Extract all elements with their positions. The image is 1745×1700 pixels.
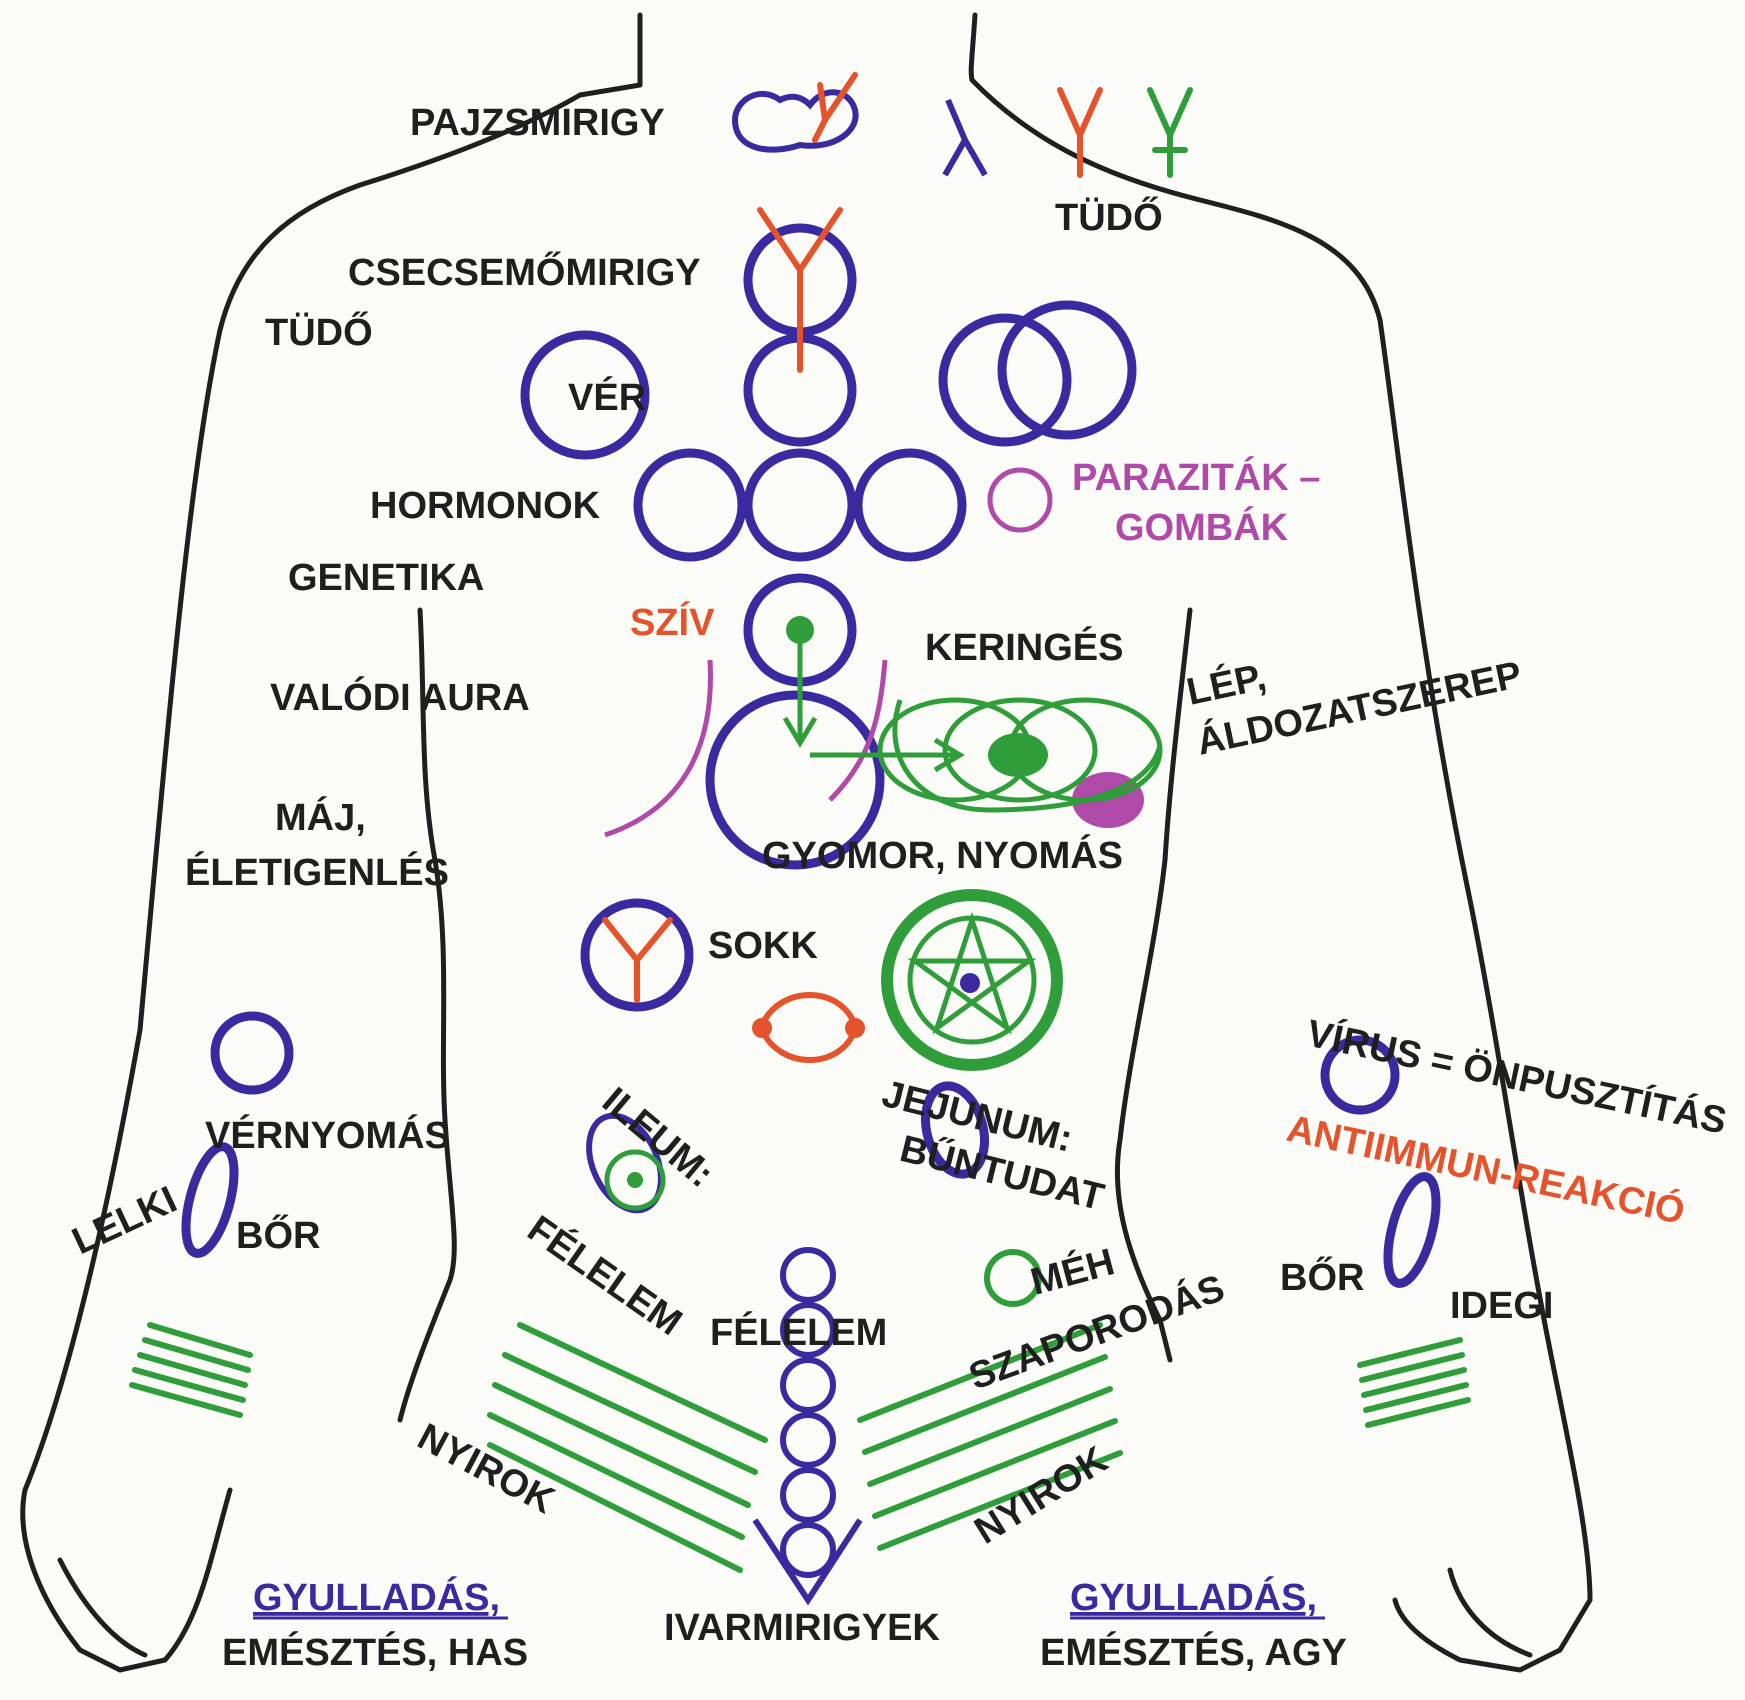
green-y-arms (1150, 90, 1190, 135)
wrist-stripe-left (150, 1325, 250, 1355)
right-hand-fingers (1450, 1570, 1530, 1655)
green-y-icon (1150, 90, 1190, 175)
label-felelem-center: FÉLELEM (710, 1310, 887, 1354)
bloodpressure-circle (215, 1016, 289, 1090)
orange-arc-bottom (762, 1030, 855, 1060)
heart-green-dot (786, 616, 814, 644)
heart-arc-left (605, 660, 710, 835)
label-sokk: SOKK (708, 925, 818, 967)
lung-orange-y-icon (1060, 90, 1100, 135)
label-emesztes-has: EMÉSZTÉS, HAS (222, 1630, 528, 1674)
skin-left-ellipse (176, 1142, 243, 1259)
label-gyulladas-left: GYULLADÁS, (253, 1575, 500, 1619)
orange-dot-right (848, 1021, 862, 1035)
left-inner-arm-line (400, 610, 454, 1420)
label-paraziták-1: PARAZITÁK – (1072, 455, 1320, 499)
label-paraziták-2: GOMBÁK (1115, 505, 1289, 549)
hormone-circle-center (748, 453, 852, 557)
hormone-circle-right (858, 453, 962, 557)
label-lep-1: LÉP, (1183, 654, 1270, 714)
label-gyomor: GYOMOR, NYOMÁS (762, 833, 1123, 877)
label-csecsemomirigy: CSECSEMŐMIRIGY (348, 250, 701, 294)
gonad-circle (783, 1360, 833, 1410)
label-lelki: LELKI (66, 1179, 183, 1263)
label-maj-2: ÉLETIGENLÉS (185, 850, 449, 894)
shock-y-icon (605, 920, 670, 960)
purple-y-right-branch (965, 140, 985, 175)
wrist-stripe-left (135, 1370, 243, 1400)
label-hormonok: HORMONOK (370, 485, 601, 527)
label-genetika: GENETIKA (288, 557, 484, 599)
label-bor-right: BŐR (1280, 1255, 1364, 1299)
pentagram-center-dot (960, 973, 980, 993)
label-bor-left: BŐR (236, 1213, 320, 1257)
wrist-stripe-left (132, 1385, 240, 1415)
gonad-circle (783, 1525, 833, 1575)
purple-y-icon (945, 100, 985, 175)
label-emesztes-agy: EMÉSZTÉS, AGY (1040, 1630, 1347, 1674)
label-tudo-right: TÜDŐ (1055, 195, 1163, 239)
gonad-chain (755, 1250, 860, 1600)
label-sziv: SZÍV (630, 600, 715, 644)
label-maj-1: MÁJ, (275, 795, 366, 839)
wrist-stripe-left (145, 1340, 248, 1370)
label-pajzsmirigy: PAJZSMIRIGY (410, 102, 665, 144)
label-nyirok-right: NYIROK (968, 1438, 1116, 1552)
right-inner-arm-line (1117, 610, 1190, 1360)
hormone-circle-left (638, 453, 742, 557)
gonad-circle (783, 1415, 833, 1465)
label-idegi: IDEGI (1450, 1285, 1553, 1327)
gonad-circle (783, 1470, 833, 1520)
label-antiimmun: ANTIIMMUN-REAKCIÓ (1283, 1106, 1689, 1233)
label-keringes: KERINGÉS (925, 625, 1123, 669)
label-felelem-diag: FÉLELEM (520, 1206, 690, 1344)
label-tudo-left: TÜDŐ (265, 310, 373, 354)
label-meh: MÉH (1026, 1239, 1119, 1303)
purple-y-left-branch (945, 100, 965, 175)
ileum-green-dot (627, 1172, 643, 1188)
lymph-stripe-left (505, 1355, 755, 1472)
label-gyulladas-right: GYULLADÁS, (1070, 1575, 1317, 1619)
label-vernyomas: VÉRNYOMÁS (205, 1113, 450, 1157)
wrist-stripe-left (140, 1355, 245, 1385)
parasite-circle (990, 470, 1050, 530)
label-ivarmirigyek: IVARMIRIGYEK (664, 1607, 940, 1649)
thyroid-y-stem (815, 120, 825, 140)
gonad-arrowhead (755, 1520, 860, 1600)
label-valodi-aura: VALÓDI AURA (270, 675, 530, 719)
label-ileum: ILEUM: (594, 1080, 721, 1196)
circulation-center-dot (988, 733, 1048, 777)
orange-dot-left (755, 1021, 769, 1035)
label-ver: VÉR (568, 375, 646, 419)
skin-right-ellipse (1378, 1172, 1445, 1289)
orange-arc-top (762, 995, 855, 1025)
gonad-circle (783, 1250, 833, 1300)
